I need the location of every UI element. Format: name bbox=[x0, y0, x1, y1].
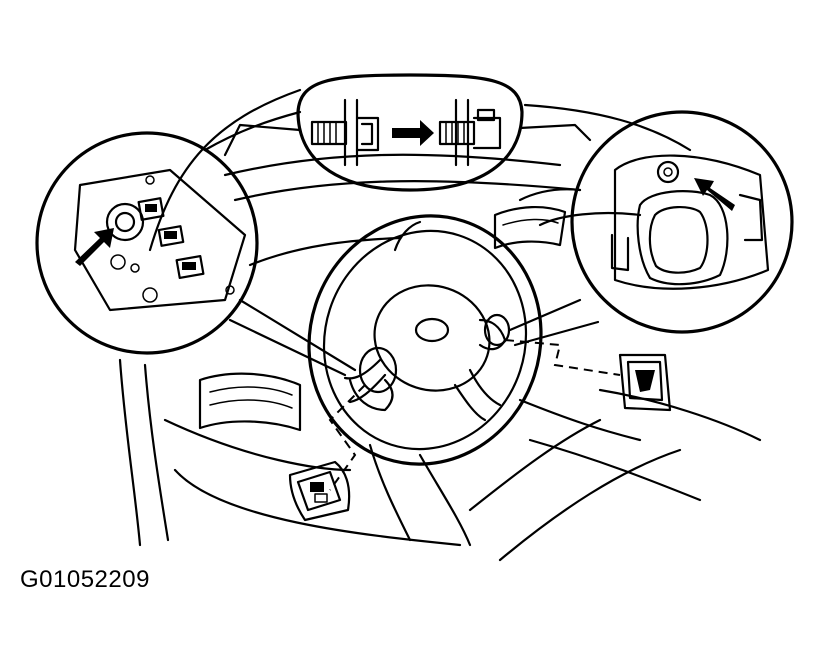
leader-lines bbox=[328, 339, 621, 491]
left-switch-part bbox=[288, 460, 351, 522]
dashboard-outline bbox=[118, 88, 762, 562]
connector-detail-callout bbox=[223, 73, 592, 192]
right-switch-part bbox=[618, 353, 672, 412]
figure-id-label: G01052209 bbox=[20, 566, 150, 593]
right-detail-callout bbox=[508, 110, 794, 347]
steering-wheel bbox=[307, 214, 543, 547]
left-detail-callout bbox=[35, 131, 357, 377]
